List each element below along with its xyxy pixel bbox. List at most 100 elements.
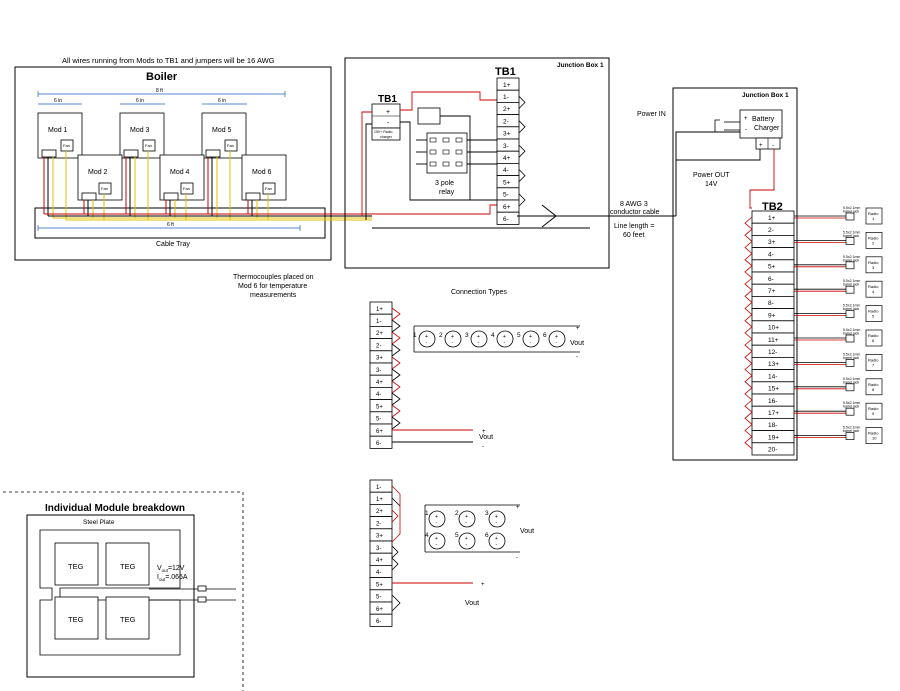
relay-label-1: 3 pole <box>435 180 454 187</box>
tb2-terminal-label: 16- <box>768 398 777 405</box>
voltage-source-icon <box>428 510 446 528</box>
tb2-terminal-label: 5+ <box>768 264 776 271</box>
svg-text:-: - <box>426 340 428 346</box>
svg-text:-: - <box>504 340 506 346</box>
parallel-terminal-label: 1- <box>376 485 381 491</box>
radio-jack-label: 5.5x2.1mm <box>843 377 860 381</box>
parallel-terminal-label: 2- <box>376 521 381 527</box>
cable-length-2: 60 feet <box>623 232 644 239</box>
radio-label: Radio <box>868 431 879 436</box>
svg-text:-: - <box>478 340 480 346</box>
fan-3-label: Fan <box>145 143 152 148</box>
radio-jack-label: 5.5x2.1mm <box>843 230 860 234</box>
teg-2: TEG <box>120 562 136 571</box>
barrel-jack-icon <box>845 261 855 270</box>
series-terminal-label: 5+ <box>376 404 383 410</box>
tb2-terminal-label: 15+ <box>768 386 779 393</box>
parallel-terminal <box>369 613 393 627</box>
tb2-terminal-label: 2- <box>768 227 774 234</box>
parallel-terminal-label: 6+ <box>376 607 383 613</box>
connection-types-title: Connection Types <box>451 289 507 296</box>
tb2-terminal-label: 7+ <box>768 288 776 295</box>
parallel-terminal-label: 5- <box>376 595 381 601</box>
tb1-terminal-label: 4- <box>503 167 509 174</box>
radio-box <box>865 207 883 225</box>
radio-jack-label: 5.5x2.1mm <box>843 426 860 430</box>
tb1-small-title: TB1 <box>378 94 397 105</box>
voltage-source-icon <box>444 330 462 348</box>
thermo-note-2: Mod 6 for temperature <box>238 283 307 290</box>
series-terminal-label: 6+ <box>376 429 383 435</box>
parallel-terminal-label: 3- <box>376 546 381 552</box>
svg-text:-: - <box>466 520 468 526</box>
radio-number: 9 <box>872 411 875 416</box>
series-terminal-label: 4+ <box>376 380 383 386</box>
radio-jack-label: barrel jack <box>843 380 859 384</box>
radio-number: 7 <box>872 362 875 367</box>
svg-text:-: - <box>556 340 558 346</box>
vout-spec: Vout=12V <box>157 565 185 573</box>
teg-3: TEG <box>68 615 84 624</box>
iout-spec: Iout=.066A <box>157 574 188 582</box>
power-out-label-2: 14V <box>705 181 718 188</box>
svg-text:+: + <box>495 536 498 542</box>
tb1-terminal-label: 1+ <box>503 82 511 89</box>
power-in-label: Power IN <box>637 111 666 118</box>
mod-2-label: Mod 2 <box>88 169 108 176</box>
parallel-vout-1: Vout <box>520 528 534 535</box>
charger-label-2: charger <box>380 135 393 139</box>
voltage-source-icon <box>496 330 514 348</box>
radio-box <box>865 305 883 322</box>
charger-label-1: 15V+ Radio <box>374 130 392 134</box>
svg-text:+: + <box>451 334 454 340</box>
fan-4-label: Fan <box>183 186 190 191</box>
barrel-jack-icon <box>845 407 855 416</box>
svg-text:+: + <box>477 334 480 340</box>
voltage-source-icon <box>522 330 540 348</box>
tb1-terminal-label: 6- <box>503 216 509 223</box>
radio-jack-label: 5.5x2.1mm <box>843 206 860 210</box>
svg-text:+: + <box>465 536 468 542</box>
series-terminal-label: 1- <box>376 319 381 325</box>
tb1-terminal-label: 3+ <box>503 131 511 138</box>
tb2-terminal-label: 10+ <box>768 325 779 332</box>
tb2-terminal-block: 1+2-3+4-5+6-7+8-9+10+11+12-13+14-15+16-1… <box>744 210 795 456</box>
radio-jack-label: barrel jack <box>843 258 859 262</box>
tb2-terminal <box>751 442 795 456</box>
barrel-jack-icon <box>845 310 855 318</box>
fan-5-label: Fan <box>227 143 234 148</box>
charger-plus: + <box>759 143 763 149</box>
teg-1: TEG <box>68 562 84 571</box>
radio-jack-label: 5.5x2.1mm <box>843 401 860 405</box>
series-terminal-label: 4- <box>376 392 381 398</box>
dim-inch-2: 6 in <box>136 98 144 104</box>
module-breakdown-panel: Individual Module breakdown Steel Plate … <box>3 491 244 691</box>
series-terminal-label: 5- <box>376 417 381 423</box>
voltage-source-icon <box>428 532 446 550</box>
battery-plus: + <box>744 116 748 122</box>
svg-text:-: - <box>516 555 518 561</box>
fan-1-label: Fan <box>63 143 70 148</box>
parallel-terminal-label: 6- <box>376 619 381 625</box>
radio-box <box>865 280 883 298</box>
boiler-title: Boiler <box>146 71 178 83</box>
voltage-source-icon <box>470 330 488 348</box>
cable-desc-1: 8 AWG 3 <box>620 201 648 208</box>
parallel-terminal-label: 3+ <box>376 534 383 540</box>
svg-text:-: - <box>452 340 454 346</box>
tb1-terminal <box>496 211 520 225</box>
breakdown-title: Individual Module breakdown <box>45 503 185 514</box>
radio-label: Radio <box>868 333 879 338</box>
cable-tray-label: Cable Tray <box>156 241 190 248</box>
teg-4: TEG <box>120 615 136 624</box>
battery-label-1: Battery <box>752 116 775 123</box>
source-number: 3 <box>465 332 469 339</box>
radio-box <box>865 256 883 274</box>
cable-length-1: Line length = <box>614 223 654 230</box>
radio-jack-label: barrel jack <box>843 405 859 409</box>
radio-jack-label: barrel jack <box>843 283 859 287</box>
svg-text:+: + <box>503 334 506 340</box>
tb1-terminal-label: 6+ <box>503 204 511 211</box>
radio-number: 6 <box>872 338 875 343</box>
parallel-vout-2: Vout <box>465 600 479 607</box>
